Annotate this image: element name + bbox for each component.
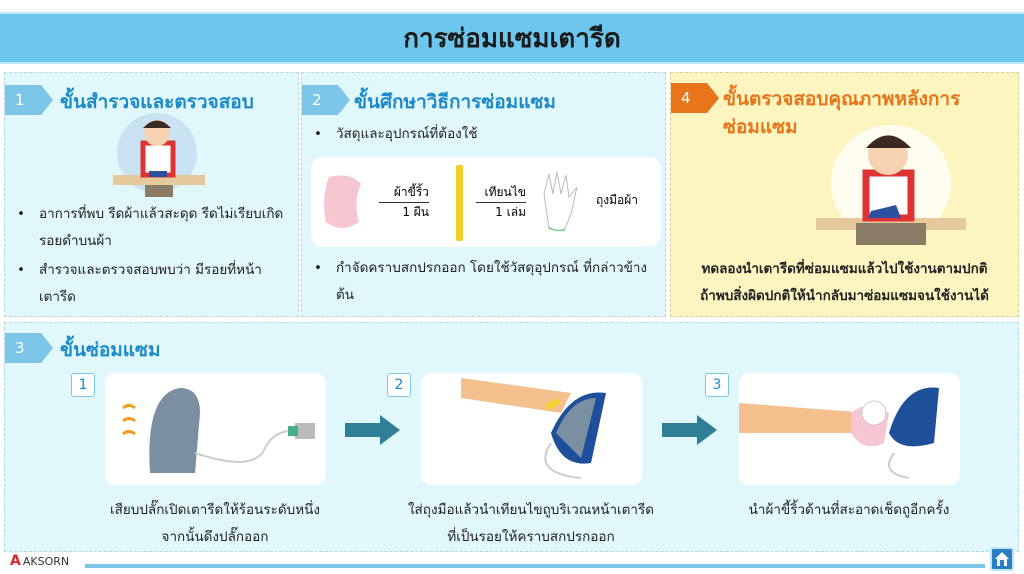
step4-text: ทดลองนำเตารีดที่ซ่อมแซมแล้วไปใช้งานตามปก…: [671, 256, 1018, 310]
caption-line: จากนั้นดึงปลั๊กออก: [161, 529, 269, 545]
material-rag: ผ้าขี้ริ้ว 1 ผืน: [379, 183, 429, 222]
substep2-card: [421, 373, 642, 485]
home-icon: [995, 552, 1009, 566]
step4-title: ขั้นตรวจสอบคุณภาพหลังการซ่อมแซม: [723, 88, 961, 138]
step-number: 2: [312, 91, 322, 109]
footer-line: [85, 564, 985, 568]
step3-title: ขั้นซ่อมแซม: [60, 339, 161, 361]
home-button[interactable]: [990, 547, 1014, 571]
step1-panel: 1 ขั้นสำรวจและตรวจสอบ •อาการที่พบ รีดผ้า…: [4, 72, 299, 317]
step4-badge: 4: [671, 83, 719, 113]
arrow-right-icon: [662, 415, 717, 445]
title-bar: การซ่อมแซมเตารีด: [0, 12, 1024, 64]
materials-box: ผ้าขี้ริ้ว 1 ผืน เทียนไข 1 เล่ม ถุงมือผ้า: [311, 157, 661, 247]
material-candle: เทียนไข 1 เล่ม: [476, 183, 526, 222]
caption-line: ใส่ถุงมือแล้วนำเทียนไขถูบริเวณหน้าเตารีด: [407, 502, 655, 518]
boy-ironing-illustration: [113, 113, 205, 197]
step4-line2: ถ้าพบสิ่งผิดปกติให้นำกลับมาซ่อมแซมจนใช้ง…: [700, 288, 989, 304]
caption-line: เสียบปลั๊กเปิดเตารีดให้ร้อนระดับหนึ่ง: [110, 502, 320, 518]
step2-badge: 2: [302, 85, 350, 115]
step2-title: ขั้นศึกษาวิธีการซ่อมแซม: [354, 91, 556, 113]
rag-image: [324, 175, 361, 228]
step-number: 1: [15, 91, 25, 109]
step2-panel: 2 ขั้นศึกษาวิธีการซ่อมแซม •วัสดุและอุปกร…: [301, 72, 666, 317]
substep1-caption: เสียบปลั๊กเปิดเตารีดให้ร้อนระดับหนึ่งจาก…: [65, 497, 365, 551]
page-title: การซ่อมแซมเตารีด: [403, 23, 621, 54]
material-qty: 1 ผืน: [402, 205, 429, 219]
list-item: •สำรวจและตรวจสอบพบว่า มีรอยที่หน้าเตารีด: [17, 257, 295, 311]
iron-plug-image: [122, 388, 315, 473]
logo-text: AKSORN: [22, 554, 70, 568]
substep2-number: 2: [387, 373, 411, 397]
substep3-caption: นำผ้าขี้ริ้วด้านที่สะอาดเช็ดถูอีกครั้ง: [699, 497, 999, 524]
step4-panel: 4 ขั้นตรวจสอบคุณภาพหลังการซ่อมแซม ทดลองน…: [670, 72, 1019, 317]
arrow-right-icon: [345, 415, 400, 445]
material-gloves: ถุงมือผ้า: [596, 193, 639, 207]
substep2-caption: ใส่ถุงมือแล้วนำเทียนไขถูบริเวณหน้าเตารีด…: [381, 497, 681, 551]
step1-title: ขั้นสำรวจและตรวจสอบ: [60, 91, 254, 113]
caption-line: นำผ้าขี้ริ้วด้านที่สะอาดเช็ดถูอีกครั้ง: [748, 502, 950, 518]
boy-smiling-ironing-illustration: [816, 125, 966, 245]
gloves-image: [543, 171, 578, 232]
list-item: •อาการที่พบ รีดผ้าแล้วสะดุด รีดไม่เรียบเ…: [17, 201, 295, 255]
material-name: เทียนไข: [476, 183, 526, 203]
substep3-number: 3: [705, 373, 729, 397]
step1-badge: 1: [5, 85, 53, 115]
substep1-number: 1: [71, 373, 95, 397]
rag-wiping-iron-image: [739, 387, 939, 479]
material-qty: 1 เล่ม: [495, 205, 526, 219]
substep3-card: [739, 373, 960, 485]
bullet-text: วัสดุและอุปกรณ์ที่ต้องใช้: [335, 126, 478, 142]
step1-bullets: •อาการที่พบ รีดผ้าแล้วสะดุด รีดไม่เรียบเ…: [17, 201, 295, 311]
step4-line1: ทดลองนำเตารีดที่ซ่อมแซมแล้วไปใช้งานตามปก…: [701, 261, 988, 277]
caption-line: ที่เป็นรอยให้คราบสกปรกออก: [447, 529, 615, 545]
bullet-text: กำจัดคราบสกปรกออก โดยใช้วัสดุอุปกรณ์ ที่…: [335, 260, 648, 303]
material-name: ผ้าขี้ริ้ว: [379, 183, 429, 203]
step3-badge: 3: [5, 333, 53, 363]
bullet-text: สำรวจและตรวจสอบพบว่า มีรอยที่หน้าเตารีด: [38, 262, 262, 305]
list-item: •วัสดุและอุปกรณ์ที่ต้องใช้: [314, 121, 478, 148]
candle-image: [456, 165, 463, 241]
substep1-card: [105, 373, 326, 485]
candle-rubbing-iron-image: [461, 378, 606, 479]
step-number: 3: [15, 339, 25, 357]
step-number: 4: [681, 89, 691, 107]
bullet-text: อาการที่พบ รีดผ้าแล้วสะดุด รีดไม่เรียบเก…: [38, 206, 284, 249]
list-item: •กำจัดคราบสกปรกออก โดยใช้วัสดุอุปกรณ์ ที…: [314, 255, 659, 309]
step3-panel: 3 ขั้นซ่อมแซม 1 2 3 เสียบปลั๊กเปิดเตารีด…: [4, 322, 1019, 552]
